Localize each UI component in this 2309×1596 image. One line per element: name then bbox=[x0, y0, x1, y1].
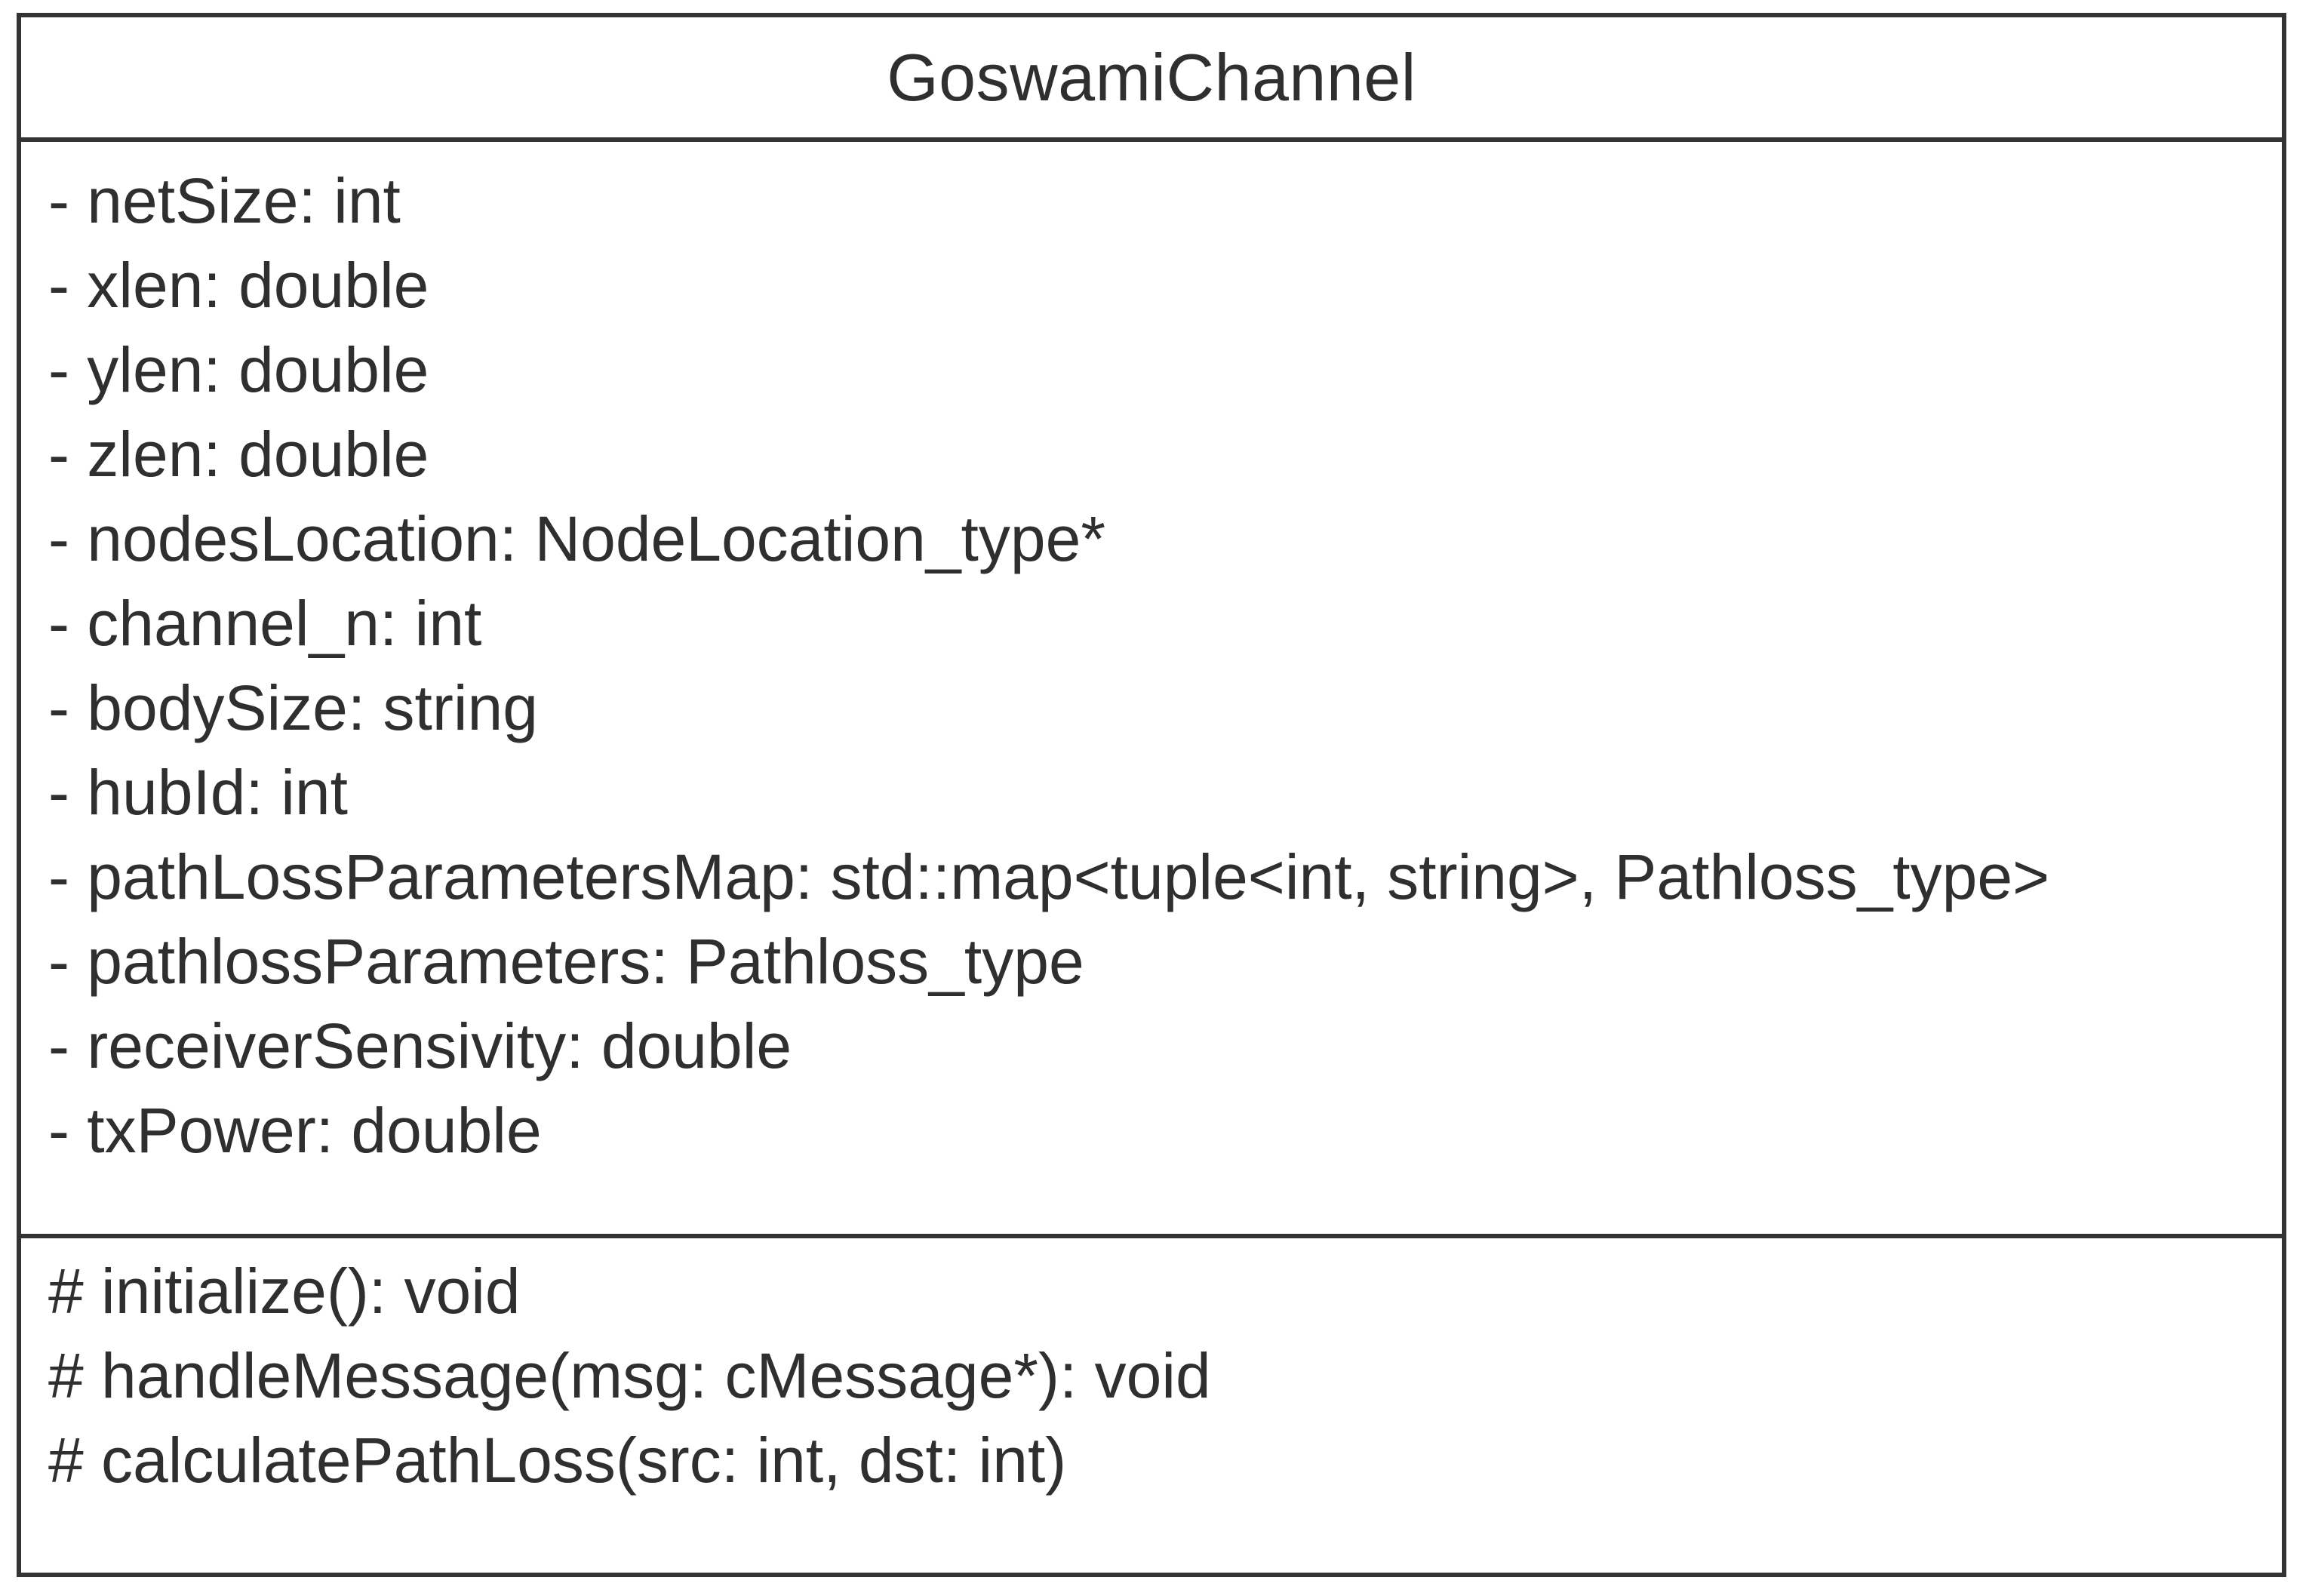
uml-class-box: GoswamiChannel - netSize: int - xlen: dou… bbox=[17, 13, 2286, 1577]
attribute-row: - pathLossParametersMap: std::map<tuple<… bbox=[48, 841, 2050, 912]
attribute-row: - receiverSensivity: double bbox=[48, 1010, 792, 1081]
attribute-row: - xlen: double bbox=[48, 250, 429, 321]
attribute-row: - netSize: int bbox=[48, 165, 401, 236]
attributes-compartment: - netSize: int - xlen: double - ylen: doub… bbox=[21, 142, 2282, 1238]
method-row: # calculatePathLoss(src: int, dst: int) bbox=[48, 1425, 1067, 1496]
attribute-row: - hubId: int bbox=[48, 757, 348, 828]
attribute-row: - txPower: double bbox=[48, 1095, 542, 1166]
class-name-header: GoswamiChannel bbox=[21, 17, 2282, 142]
attribute-row: - channel_n: int bbox=[48, 588, 482, 659]
attribute-row: - bodySize: string bbox=[48, 672, 538, 743]
method-row: # initialize(): void bbox=[48, 1256, 521, 1327]
attribute-row: - zlen: double bbox=[48, 419, 429, 490]
attribute-row: - nodesLocation: NodeLocation_type* bbox=[48, 503, 1106, 574]
method-row: # handleMessage(msg: cMessage*): void bbox=[48, 1340, 1211, 1411]
methods-compartment: # initialize(): void # handleMessage(msg:… bbox=[21, 1238, 2282, 1573]
attribute-row: - pathlossParameters: Pathloss_type bbox=[48, 926, 1084, 997]
attribute-row: - ylen: double bbox=[48, 334, 429, 405]
